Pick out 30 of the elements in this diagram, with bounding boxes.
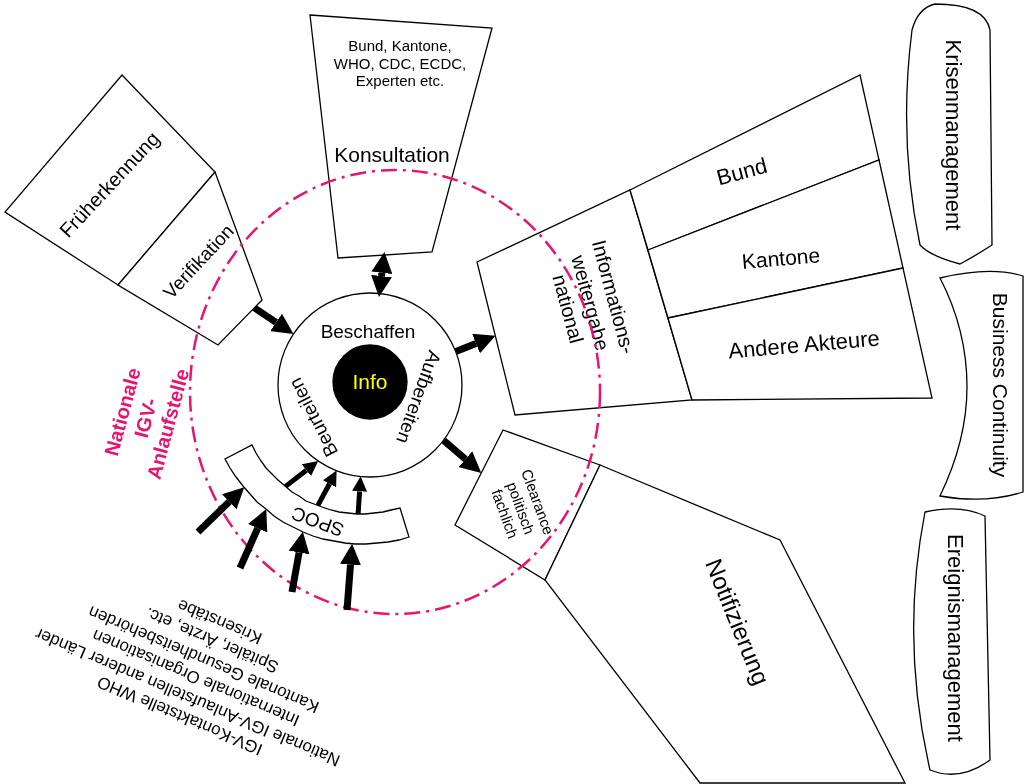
circle-label: Beschaffen <box>320 320 416 344</box>
bracket-band <box>940 271 1024 501</box>
circle-label: Info <box>352 369 388 395</box>
arrow <box>352 476 368 515</box>
trapezoid-box <box>310 15 492 258</box>
bracket-band <box>912 507 990 778</box>
arrow <box>441 437 482 473</box>
segment-label: Kantone <box>740 243 822 275</box>
segment-box <box>630 75 879 250</box>
segment-box <box>477 190 692 415</box>
segment-label: Konsultation <box>334 142 450 168</box>
arrow <box>315 470 337 507</box>
bracket-band <box>905 4 992 266</box>
segment-label: Bund <box>713 152 771 192</box>
arrow <box>252 304 294 335</box>
segment-label: Andere Akteure <box>727 325 881 365</box>
arc-label: SPOC <box>288 501 348 541</box>
sources-text: Bund, Kantone, WHO, CDC, ECDC, Experten etc. <box>332 37 468 91</box>
bracket-label: Business Continuity <box>988 292 1013 478</box>
arrow <box>340 543 361 611</box>
arrow <box>454 333 496 355</box>
arrow <box>236 509 268 570</box>
arrow <box>284 461 319 489</box>
arrow <box>371 251 393 297</box>
bracket-label: Ereignismanagement <box>942 534 968 742</box>
segment-box <box>668 268 932 400</box>
process-circle <box>278 293 462 477</box>
arrow <box>288 531 310 593</box>
arrow <box>195 487 245 535</box>
bracket-label: Krisenmanagement <box>940 39 966 231</box>
